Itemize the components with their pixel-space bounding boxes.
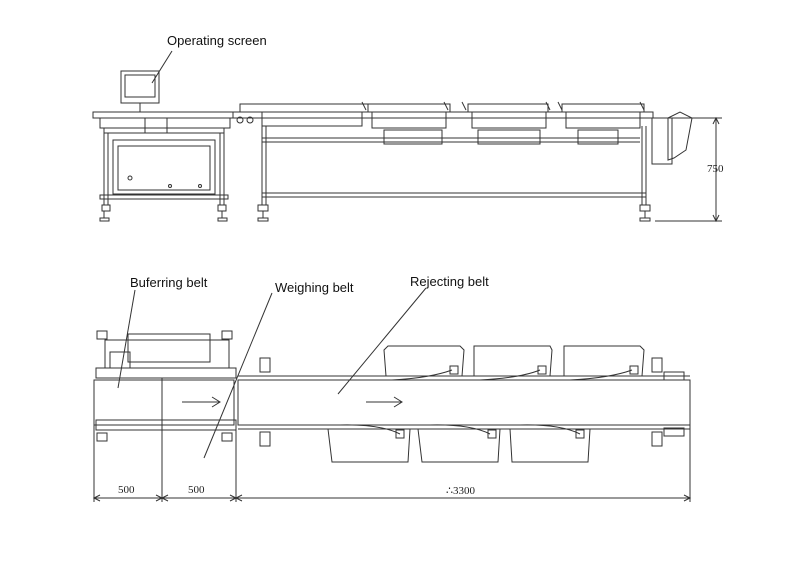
side-view bbox=[93, 51, 722, 221]
operating-screen-label: Operating screen bbox=[167, 33, 267, 48]
rejecting-belt bbox=[238, 346, 690, 462]
rejecting-belt-leader bbox=[338, 288, 426, 394]
operating-screen bbox=[121, 71, 159, 112]
weigh-length-label: 500 bbox=[188, 484, 205, 496]
top-view bbox=[94, 288, 690, 502]
conveyor-frame bbox=[233, 102, 692, 221]
weigher-frame bbox=[93, 112, 233, 221]
height-dimension bbox=[655, 118, 722, 221]
height-dimension-label: 750 bbox=[707, 163, 724, 175]
rejecting-belt-label: Rejecting belt bbox=[410, 274, 489, 289]
buffer-length-label: 500 bbox=[118, 484, 135, 496]
operating-screen-leader bbox=[152, 51, 172, 83]
reject-length-label: ∴3300 bbox=[446, 485, 475, 497]
buffering-belt bbox=[94, 380, 162, 425]
weighing-belt-label: Weighing belt bbox=[275, 280, 354, 295]
weighing-belt-leader bbox=[204, 293, 272, 458]
buffering-belt-leader bbox=[118, 290, 135, 388]
length-dimensions bbox=[94, 495, 690, 501]
buffering-belt-label: Buferring belt bbox=[130, 275, 208, 290]
